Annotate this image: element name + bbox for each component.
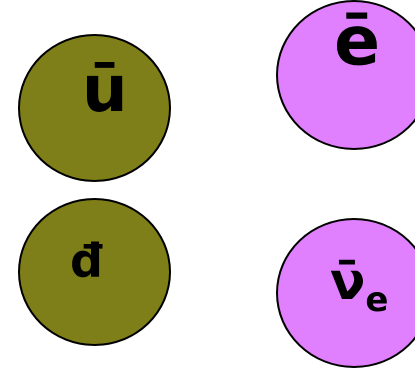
electron-antineutrino-label: ν̄e (330, 256, 388, 317)
antineutrino-symbol: ν̄ (330, 252, 366, 312)
positron-circle: ē (276, 0, 415, 150)
anti-down-quark-circle: đ (18, 198, 171, 346)
anti-down-quark-label: đ (70, 234, 103, 288)
anti-up-quark-circle: ū (18, 34, 171, 182)
anti-up-quark-label: ū (82, 53, 128, 127)
positron-label: ē (334, 2, 381, 81)
antineutrino-subscript: e (365, 280, 389, 320)
electron-antineutrino-circle: ν̄e (276, 218, 415, 368)
